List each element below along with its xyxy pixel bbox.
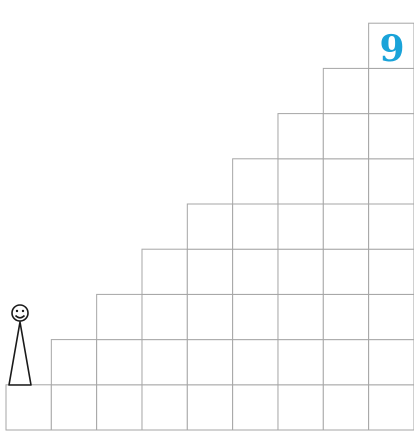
step-cell <box>278 385 323 430</box>
step-cell <box>233 204 278 249</box>
step-cell <box>51 385 96 430</box>
step-cell <box>278 249 323 294</box>
step-cell <box>142 249 187 294</box>
step-cell <box>323 68 368 113</box>
step-cell <box>323 114 368 159</box>
step-cell <box>187 294 232 339</box>
step-cell <box>142 385 187 430</box>
step-cell <box>6 385 51 430</box>
step-cell <box>142 294 187 339</box>
step-cell <box>278 340 323 385</box>
step-cell <box>187 340 232 385</box>
step-cell <box>278 159 323 204</box>
step-cell <box>323 249 368 294</box>
step-cell <box>233 385 278 430</box>
step-cell <box>369 114 414 159</box>
step-cell <box>323 294 368 339</box>
step-cell <box>369 294 414 339</box>
step-cell <box>323 159 368 204</box>
step-cell <box>97 340 142 385</box>
step-cell <box>233 340 278 385</box>
stick-figure-icon <box>9 305 31 385</box>
step-cell <box>369 159 414 204</box>
step-cell <box>323 385 368 430</box>
step-cell <box>233 159 278 204</box>
step-cell <box>278 294 323 339</box>
step-cell <box>323 340 368 385</box>
staircase-grid <box>6 23 414 430</box>
step-cell <box>187 385 232 430</box>
step-cell <box>187 204 232 249</box>
step-cell <box>323 204 368 249</box>
step-cell <box>278 114 323 159</box>
step-cell <box>142 340 187 385</box>
step-cell <box>369 249 414 294</box>
step-cell <box>233 294 278 339</box>
step-cell <box>369 385 414 430</box>
step-cell <box>233 249 278 294</box>
step-cell <box>369 68 414 113</box>
step-cell <box>97 294 142 339</box>
goal-step-number: 9 <box>379 28 404 70</box>
step-cell <box>51 340 96 385</box>
step-cell <box>187 249 232 294</box>
step-cell <box>369 204 414 249</box>
step-cell <box>97 385 142 430</box>
step-cell <box>369 340 414 385</box>
step-cell <box>278 204 323 249</box>
